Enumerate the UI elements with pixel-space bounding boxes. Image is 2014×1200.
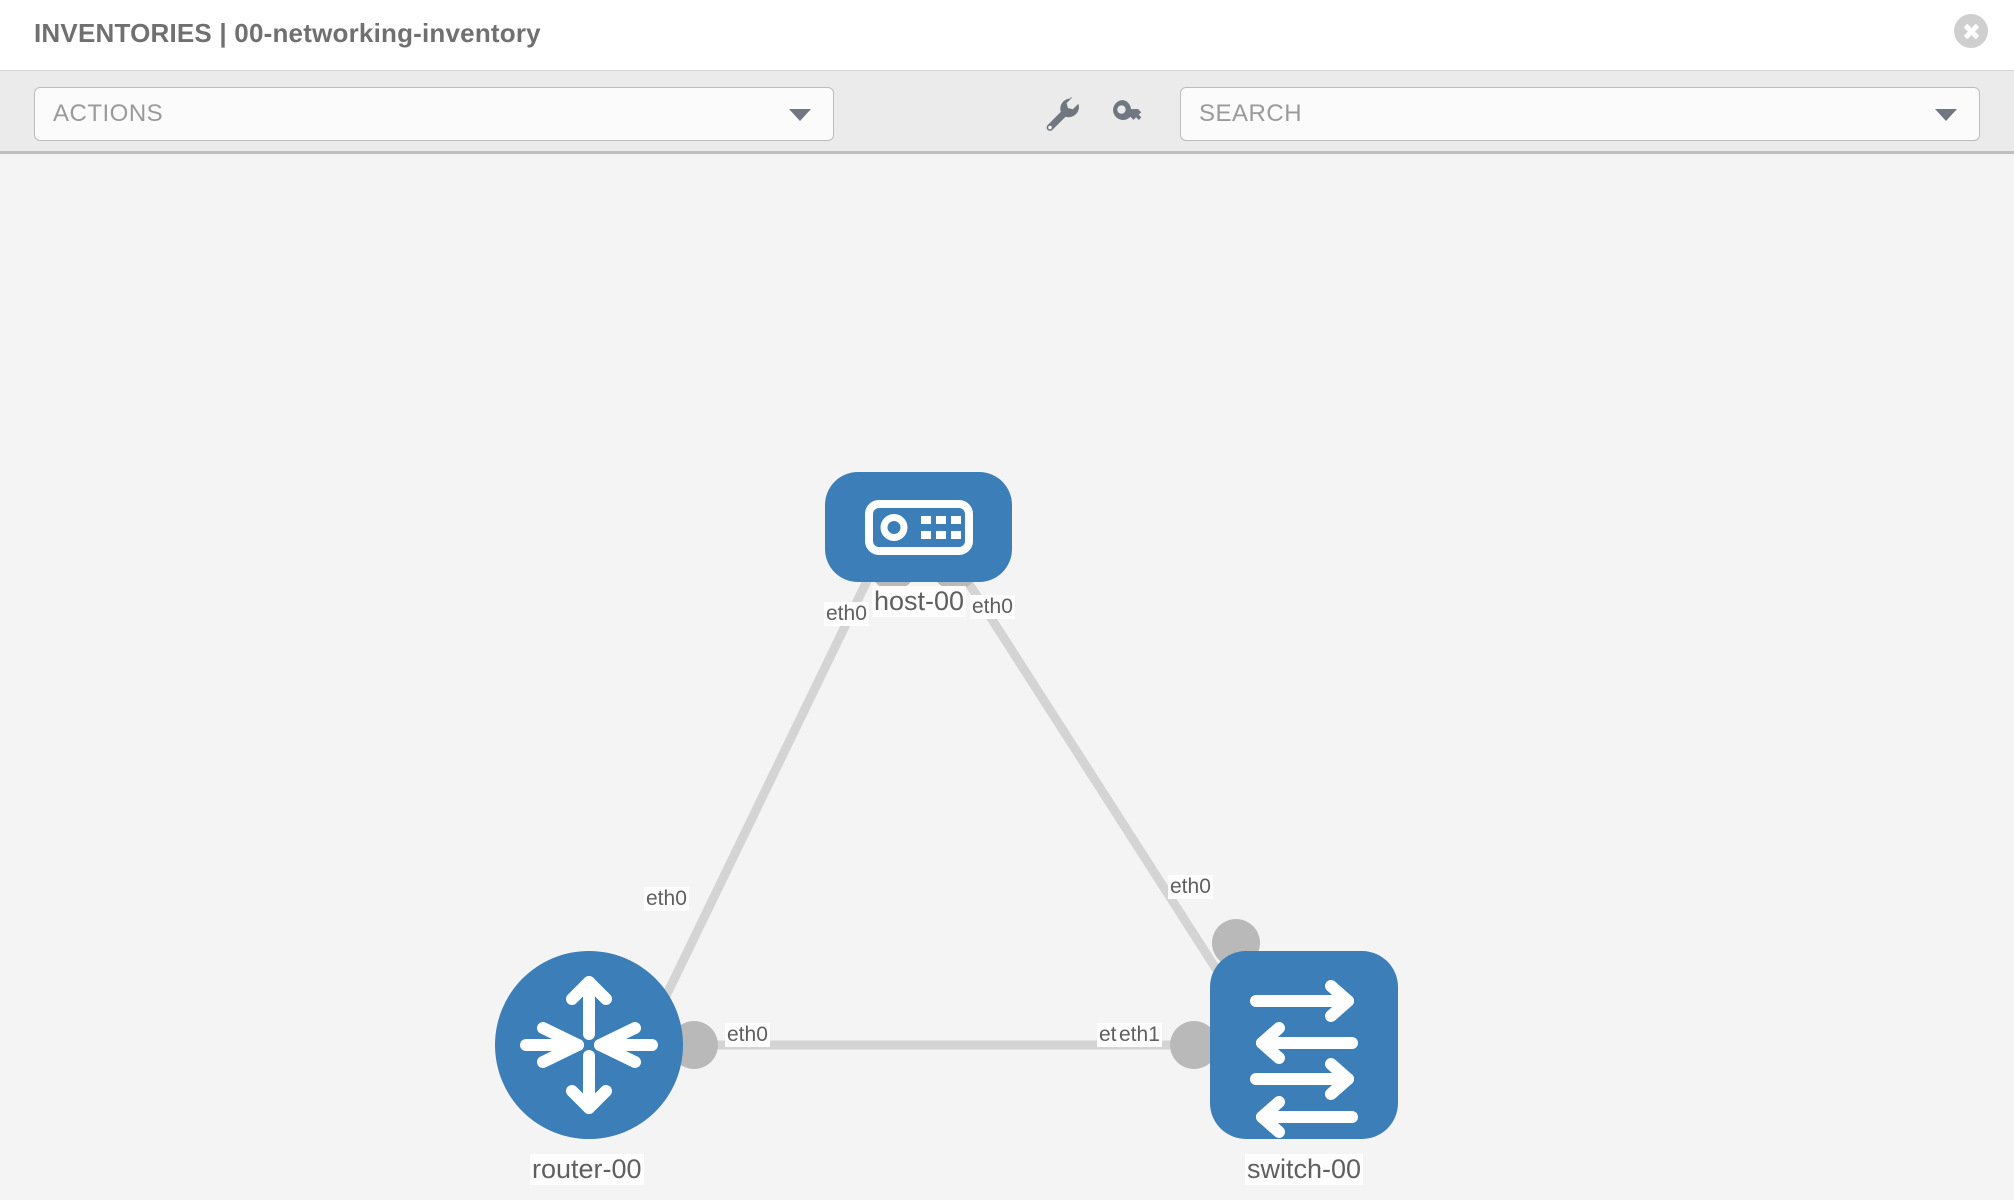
node-label-router-00: router-00 xyxy=(530,1154,644,1185)
search-input[interactable]: SEARCH xyxy=(1180,87,1980,141)
search-placeholder: SEARCH xyxy=(1199,100,1303,127)
topology-canvas[interactable]: host-00 router-00 switch-00 eth0 eth0 et… xyxy=(0,154,2014,1200)
wrench-icon[interactable] xyxy=(1040,93,1082,135)
endpoint-switch00-left xyxy=(1170,1021,1218,1069)
link-host00-switch00 xyxy=(946,551,1249,1017)
node-router-00 xyxy=(495,951,683,1139)
iface-label-switch00-up: eth0 xyxy=(1168,875,1213,899)
server-icon xyxy=(865,500,973,555)
iface-label-router00-up: eth0 xyxy=(644,887,689,911)
switch-arrows-icon xyxy=(1250,980,1358,1138)
topology-links xyxy=(645,551,1250,1050)
iface-label-host00-right: eth0 xyxy=(970,595,1015,619)
node-label-host-00: host-00 xyxy=(872,586,967,617)
page-title: INVENTORIES | 00-networking-inventory xyxy=(34,18,541,48)
close-icon[interactable] xyxy=(1954,14,1988,48)
node-label-switch-00: switch-00 xyxy=(1245,1154,1364,1185)
chevron-down-icon[interactable] xyxy=(1935,109,1957,121)
router-arrows-icon xyxy=(520,976,658,1114)
page-header: INVENTORIES | 00-networking-inventory xyxy=(0,0,2014,70)
node-host-00 xyxy=(825,472,1012,582)
toolbar: ACTIONS SEARCH xyxy=(0,70,2014,154)
iface-label-switch00-left: eth1 xyxy=(1117,1023,1162,1047)
chevron-down-icon xyxy=(789,109,811,121)
actions-dropdown[interactable]: ACTIONS xyxy=(34,87,834,141)
key-icon[interactable] xyxy=(1108,93,1150,135)
actions-dropdown-label: ACTIONS xyxy=(53,100,164,127)
node-switch-00 xyxy=(1210,951,1398,1139)
iface-label-host00-left: eth0 xyxy=(824,602,869,626)
iface-label-router00-right: eth0 xyxy=(725,1023,770,1047)
link-host00-router00 xyxy=(645,552,885,1031)
topology-graph xyxy=(495,472,1398,1139)
